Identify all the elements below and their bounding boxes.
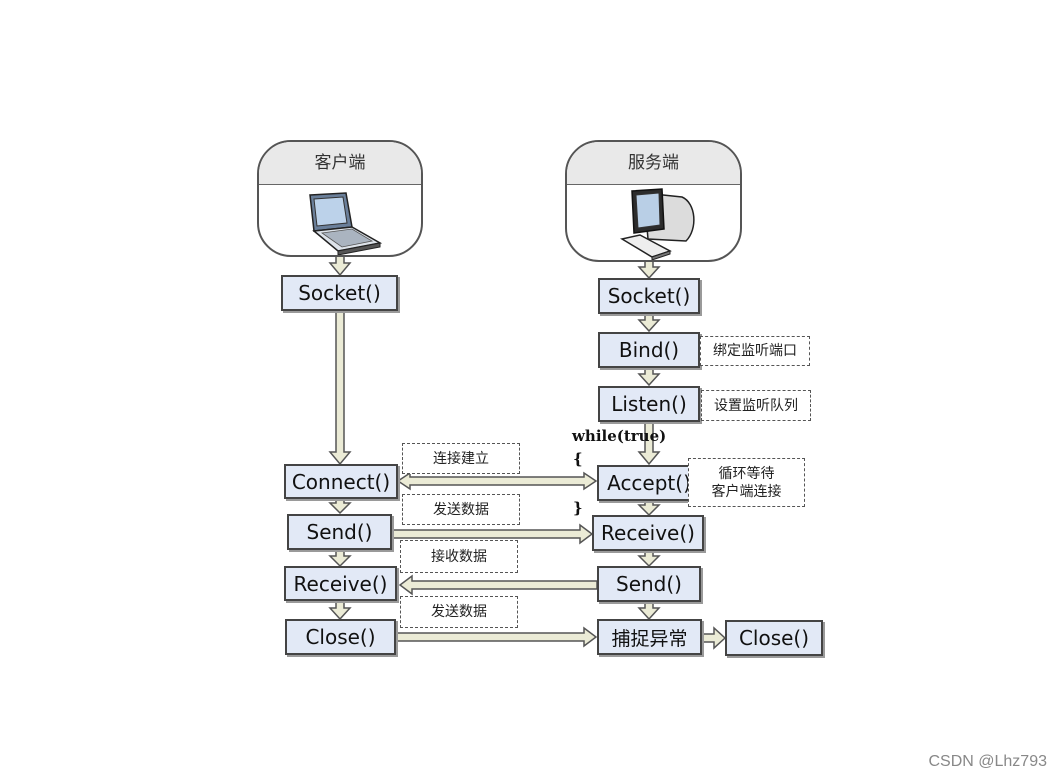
client-socket-box: Socket() <box>281 275 398 311</box>
loop-close-brace: } <box>573 499 583 517</box>
loop-open-brace: { <box>573 450 583 468</box>
loop-keyword: while(true) <box>572 427 667 445</box>
laptop-icon <box>309 192 383 255</box>
arrow-client-receive-to-close <box>328 600 352 621</box>
connect-message-label: 连接建立 <box>402 443 520 474</box>
client-receive-box: Receive() <box>284 566 397 601</box>
server-close-box: Close() <box>725 620 823 656</box>
server-bind-box: Bind() <box>598 332 700 368</box>
server-listen-box: Listen() <box>598 386 700 422</box>
arrow-close-to-exception <box>395 626 598 648</box>
close-message-label: 发送数据 <box>400 596 518 628</box>
server-header: 服务端 <box>565 140 742 262</box>
server-socket-box: Socket() <box>598 278 700 314</box>
client-close-box: Close() <box>285 619 396 655</box>
send-message-label: 发送数据 <box>402 494 520 525</box>
client-header: 客户端 <box>257 140 423 257</box>
arrow-server-accept-to-receive <box>637 500 661 517</box>
arrow-send-to-server-receive <box>391 523 594 545</box>
server-accept-box: Accept() <box>597 465 701 501</box>
arrow-client-header-to-socket <box>328 255 352 277</box>
bind-note: 绑定监听端口 <box>700 336 810 366</box>
accept-note-line2: 客户端连接 <box>711 483 782 500</box>
arrow-connect-bidirectional <box>396 471 598 491</box>
client-title: 客户端 <box>259 142 421 185</box>
server-receive-box: Receive() <box>592 515 704 551</box>
client-connect-box: Connect() <box>284 464 398 499</box>
arrow-server-socket-to-bind <box>637 313 661 333</box>
server-title: 服务端 <box>567 142 740 185</box>
arrow-client-send-to-receive <box>328 549 352 568</box>
arrow-server-send-to-client-receive <box>398 574 598 596</box>
server-send-box: Send() <box>597 566 701 602</box>
server-exception-box: 捕捉异常 <box>597 619 702 655</box>
arrow-server-bind-to-listen <box>637 367 661 387</box>
listen-note: 设置监听队列 <box>701 390 811 421</box>
client-send-box: Send() <box>287 514 392 550</box>
desktop-computer-icon <box>620 188 695 260</box>
arrow-server-exception-to-close <box>701 626 727 650</box>
accept-note-line1: 循环等待 <box>718 465 775 482</box>
arrow-server-receive-to-send <box>637 550 661 568</box>
arrow-server-header-to-socket <box>637 260 661 280</box>
accept-note: 循环等待 客户端连接 <box>688 458 805 507</box>
arrow-client-socket-to-connect <box>328 310 352 466</box>
arrow-client-connect-to-send <box>328 498 352 515</box>
receive-message-label: 接收数据 <box>400 540 518 573</box>
watermark: CSDN @Lhz793 <box>928 753 1047 770</box>
arrow-server-listen-to-accept <box>637 421 661 466</box>
arrow-server-send-to-exception <box>637 601 661 621</box>
